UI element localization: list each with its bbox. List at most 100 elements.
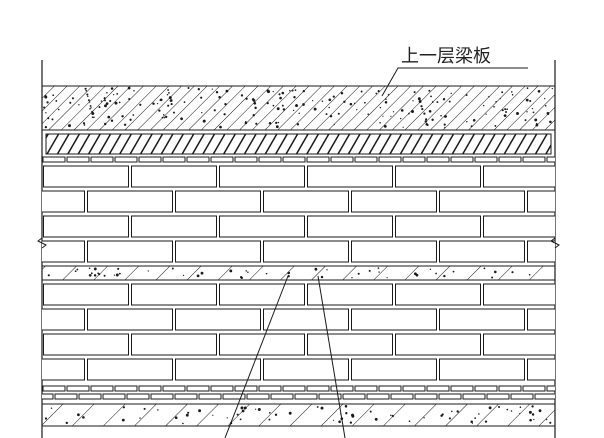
brick <box>450 156 474 163</box>
brick <box>234 156 258 163</box>
aggregate-dot <box>50 407 53 409</box>
aggregate-dot <box>440 414 443 417</box>
brick <box>402 385 426 392</box>
brick <box>378 156 402 163</box>
aggregate-dot <box>316 406 319 408</box>
aggregate-dot <box>182 274 185 277</box>
aggregate-dot <box>202 119 206 123</box>
aggregate-dot <box>239 418 242 421</box>
aggregate-dot <box>443 274 446 278</box>
aggregate-dot <box>320 406 324 410</box>
aggregate-dot <box>82 416 85 419</box>
aggregate-dot <box>128 97 131 101</box>
aggregate-dot <box>551 87 553 90</box>
aggregate-dot <box>321 100 324 102</box>
aggregate-dot <box>245 97 248 100</box>
aggregate-dot <box>215 90 219 94</box>
aggregate-dot <box>253 101 257 105</box>
brick <box>510 393 534 400</box>
brick <box>474 156 498 163</box>
aggregate-dot <box>55 99 58 102</box>
brick <box>210 385 234 392</box>
aggregate-dot <box>494 270 497 274</box>
aggregate-dot <box>328 98 332 102</box>
aggregate-dot <box>483 267 486 270</box>
brick <box>87 358 173 381</box>
aggregate-dot <box>255 122 258 125</box>
aggregate-dot <box>402 126 404 128</box>
brick <box>522 156 546 163</box>
aggregate-dot <box>332 95 335 98</box>
aggregate-dot <box>545 418 548 421</box>
aggregate-dot <box>440 114 442 117</box>
brick <box>162 385 186 392</box>
aggregate-dot <box>501 109 504 112</box>
brick <box>395 165 481 188</box>
aggregate-dot <box>182 422 184 425</box>
brick <box>483 165 555 188</box>
brick <box>559 394 581 399</box>
label-leader <box>381 67 528 97</box>
brick <box>175 190 261 213</box>
aggregate-dot <box>201 111 203 114</box>
aggregate-dot <box>425 123 428 126</box>
aggregate-dot <box>444 127 446 129</box>
brick <box>342 393 366 400</box>
aggregate-dot <box>345 412 348 415</box>
aggregate-dot <box>367 113 369 115</box>
slab-label: 上一层梁板 <box>401 46 491 67</box>
brick <box>395 333 481 356</box>
hatched-band <box>45 133 552 155</box>
aggregate-dot <box>57 108 60 111</box>
aggregate-dot <box>218 96 221 99</box>
brick <box>43 333 129 356</box>
brick <box>483 215 555 238</box>
brick <box>246 393 270 400</box>
brick <box>114 385 138 392</box>
brick <box>282 385 306 392</box>
aggregate-dot <box>343 100 346 103</box>
aggregate-dot <box>549 120 552 124</box>
aggregate-dot <box>157 409 159 411</box>
brick <box>126 393 150 400</box>
aggregate-dot <box>118 272 121 275</box>
aggregate-dot <box>133 90 135 92</box>
aggregate-dot <box>378 271 380 273</box>
aggregate-dot <box>187 411 190 414</box>
leader-line-left <box>224 275 289 438</box>
aggregate-dot <box>83 124 86 126</box>
aggregate-dot <box>356 108 358 111</box>
brick <box>498 156 522 163</box>
brick <box>462 393 486 400</box>
aggregate-dot <box>504 108 507 111</box>
aggregate-dot <box>452 270 455 273</box>
aggregate-dot <box>85 89 87 92</box>
brick <box>43 215 129 238</box>
aggregate-dot <box>104 99 106 102</box>
brick <box>138 156 162 163</box>
brick <box>66 156 90 163</box>
aggregate-dot <box>470 420 473 423</box>
leader-line-right <box>317 275 346 438</box>
aggregate-dot <box>265 272 268 275</box>
aggregate-dot <box>88 101 91 103</box>
aggregate-dot <box>167 104 170 107</box>
brick <box>270 393 294 400</box>
aggregate-dot <box>533 418 535 421</box>
aggregate-dot <box>526 111 528 113</box>
aggregate-dot <box>139 417 141 419</box>
brick <box>351 358 437 381</box>
aggregate-dot <box>282 108 286 111</box>
aggregate-dot <box>332 419 335 421</box>
aggregate-dot <box>278 93 281 96</box>
aggregate-dot <box>534 118 538 122</box>
aggregate-dot <box>302 103 305 106</box>
brick <box>263 358 349 381</box>
aggregate-dot <box>505 111 507 113</box>
aggregate-dot <box>93 116 95 119</box>
aggregate-dot <box>529 100 532 102</box>
aggregate-dot <box>351 413 354 417</box>
aggregate-dot <box>357 272 360 275</box>
aggregate-dot <box>333 123 335 126</box>
aggregate-dot <box>170 103 173 106</box>
